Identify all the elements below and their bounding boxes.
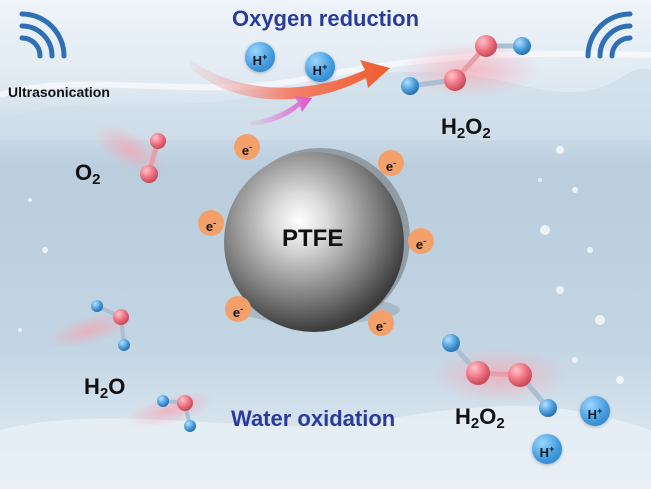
- bubbles: [18, 146, 624, 384]
- electron-badge: e-: [225, 296, 251, 322]
- reaction-arrow-small: [250, 96, 312, 126]
- h2o2-molecule-top: [400, 35, 540, 98]
- electron-badge: e-: [198, 210, 224, 236]
- proton-badge: H+: [305, 52, 335, 82]
- electron-badge: e-: [408, 228, 434, 254]
- proton-badge: H+: [532, 434, 562, 464]
- sound-wave-icon-left: [19, 11, 67, 59]
- ptfe-label: PTFE: [282, 225, 344, 252]
- electron-badge: e-: [378, 150, 404, 176]
- h2o-label: H2O: [84, 374, 126, 402]
- sound-wave-icon-right: [585, 11, 633, 59]
- o2-label: O2: [75, 160, 101, 188]
- electron-badge: e-: [234, 134, 260, 160]
- oxygen-reduction-title: Oxygen reduction: [231, 6, 420, 31]
- h2o2-label-top: H2O2: [441, 114, 491, 142]
- h2o-molecule-2: [126, 392, 214, 432]
- reaction-arrow-large: [190, 60, 390, 100]
- h2o2-label-bottom: H2O2: [455, 404, 505, 432]
- ultrasonication-label: Ultrasonication: [8, 84, 110, 100]
- proton-badge: H+: [245, 42, 275, 72]
- h2o2-molecule-bottom: [430, 334, 570, 417]
- proton-badge: H+: [580, 396, 610, 426]
- electron-badge: e-: [368, 310, 394, 336]
- water-oxidation-title: Water oxidation: [231, 406, 396, 431]
- ptfe-sphere: [224, 148, 410, 332]
- h2o-molecule-1: [46, 300, 134, 351]
- o2-molecule: [94, 124, 166, 183]
